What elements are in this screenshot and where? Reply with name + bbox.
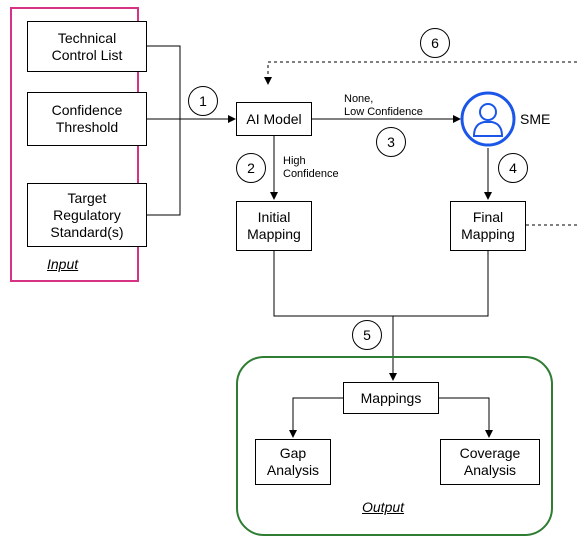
initial-mapping-box: Initial Mapping	[236, 201, 312, 251]
step-1-circle: 1	[188, 86, 218, 116]
arrow-to-gap-analysis	[289, 397, 343, 438]
final-mapping-box: Final Mapping	[450, 201, 526, 251]
sme-label: SME	[520, 111, 551, 127]
connector-target-standards	[147, 119, 181, 216]
step-2-circle: 2	[236, 153, 266, 183]
step-3-circle: 3	[376, 127, 406, 157]
gap-analysis-box: Gap Analysis	[255, 439, 331, 485]
merge-connector	[273, 251, 489, 317]
input-group-label: Input	[47, 256, 79, 272]
edge-label-high-confidence: High Confidence	[283, 155, 339, 180]
arrow-to-coverage-analysis	[439, 397, 493, 438]
confidence-threshold-box: Confidence Threshold	[27, 92, 147, 146]
target-regulatory-standards-box: Target Regulatory Standard(s)	[27, 183, 147, 247]
connector-technical-list	[147, 45, 181, 119]
step-6-circle: 6	[420, 28, 450, 58]
step-4-circle: 4	[498, 153, 528, 183]
output-group-label: Output	[362, 499, 405, 515]
step-5-circle: 5	[352, 320, 382, 350]
edge-label-none-low-confidence: None, Low Confidence	[344, 93, 423, 118]
technical-control-list-box: Technical Control List	[27, 21, 147, 72]
feedback-dashed-arrow	[264, 61, 577, 85]
coverage-analysis-box: Coverage Analysis	[440, 439, 540, 485]
mappings-box: Mappings	[343, 382, 439, 414]
sme-user-icon	[460, 91, 516, 147]
ai-model-box: AI Model	[236, 102, 312, 136]
